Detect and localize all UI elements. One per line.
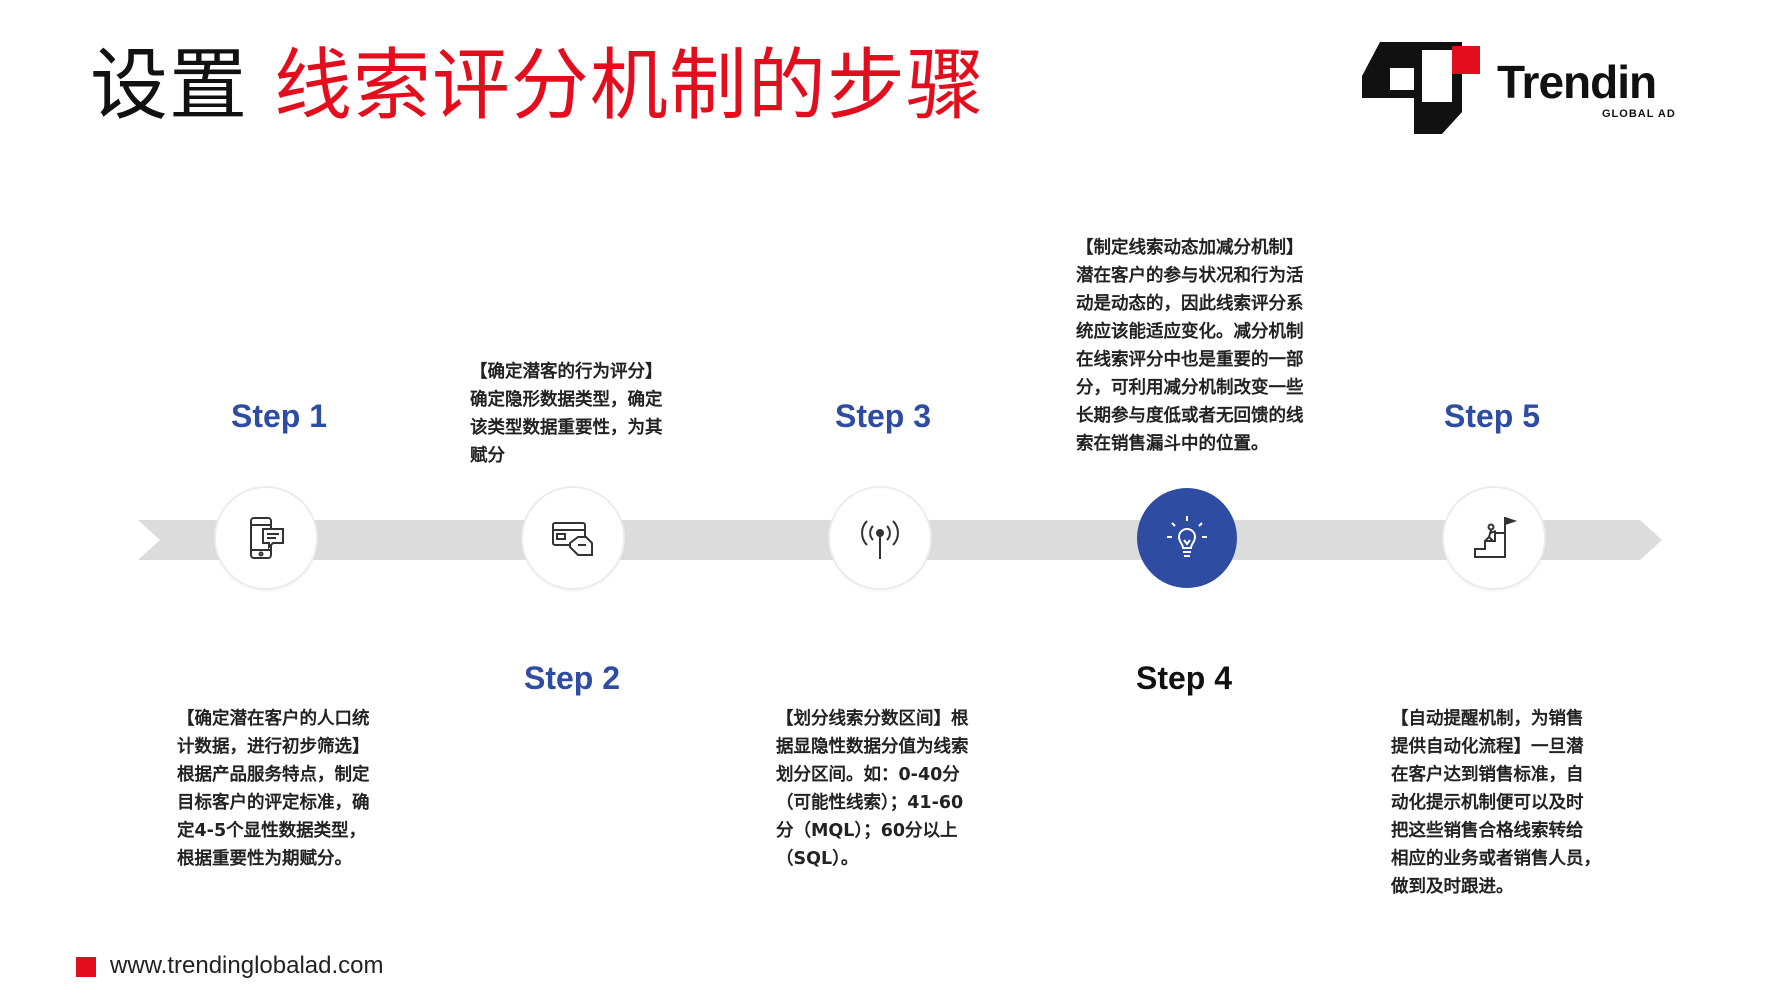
lightbulb-icon [1167, 516, 1207, 557]
footer-marker [76, 957, 96, 977]
logo-name: Trendin [1497, 56, 1657, 108]
step-5-label: Step 5 [1444, 398, 1541, 434]
page-title: 设置 线索评分机制的步骤 [90, 38, 985, 134]
step-2-description: 【确定潜客的行为评分】 确定隐形数据类型，确定 该类型数据重要性，为其 赋分 [470, 362, 663, 466]
card-hand-icon [552, 522, 593, 556]
step-1-description: 【确定潜在客户的人口统 计数据，进行初步筛选】 根据产品服务特点，制定 目标客户… [177, 709, 370, 869]
step-2-circle [523, 488, 623, 588]
step-3-description: 【划分线索分数区间】根 据显隐性数据分值为线索 划分区间。如：0-40分 （可能… [776, 709, 969, 869]
title-prefix: 设置 [90, 41, 249, 131]
footer-url[interactable]: www.trendinglobalad.com [110, 952, 384, 979]
title-highlight: 线索评分机制的步骤 [273, 41, 985, 131]
logo-mark-icon [1362, 42, 1480, 134]
step-3-label: Step 3 [835, 398, 932, 434]
step-5-description: 【自动提醒机制，为销售 提供自动化流程】一旦潜 在客户达到销售标准，自 动化提示… [1391, 709, 1601, 897]
step-2-label: Step 2 [524, 660, 621, 696]
step-4-label: Step 4 [1136, 660, 1233, 696]
step-5-circle [1444, 488, 1544, 588]
mobile-chat-icon [250, 517, 284, 559]
step-3-circle [830, 488, 930, 588]
step-4-description: 【制定线索动态加减分机制】 潜在客户的参与状况和行为活 动是动态的，因此线索评分… [1076, 238, 1304, 454]
climb-flag-icon [1474, 517, 1518, 558]
broadcast-signal-icon [861, 520, 899, 559]
step-1-circle [216, 488, 316, 588]
step-1-label: Step 1 [231, 398, 328, 434]
step-4-circle [1137, 488, 1237, 588]
brand-logo: Trendin GLOBAL AD [1362, 42, 1682, 134]
logo-subtitle: GLOBAL AD [1602, 108, 1676, 120]
